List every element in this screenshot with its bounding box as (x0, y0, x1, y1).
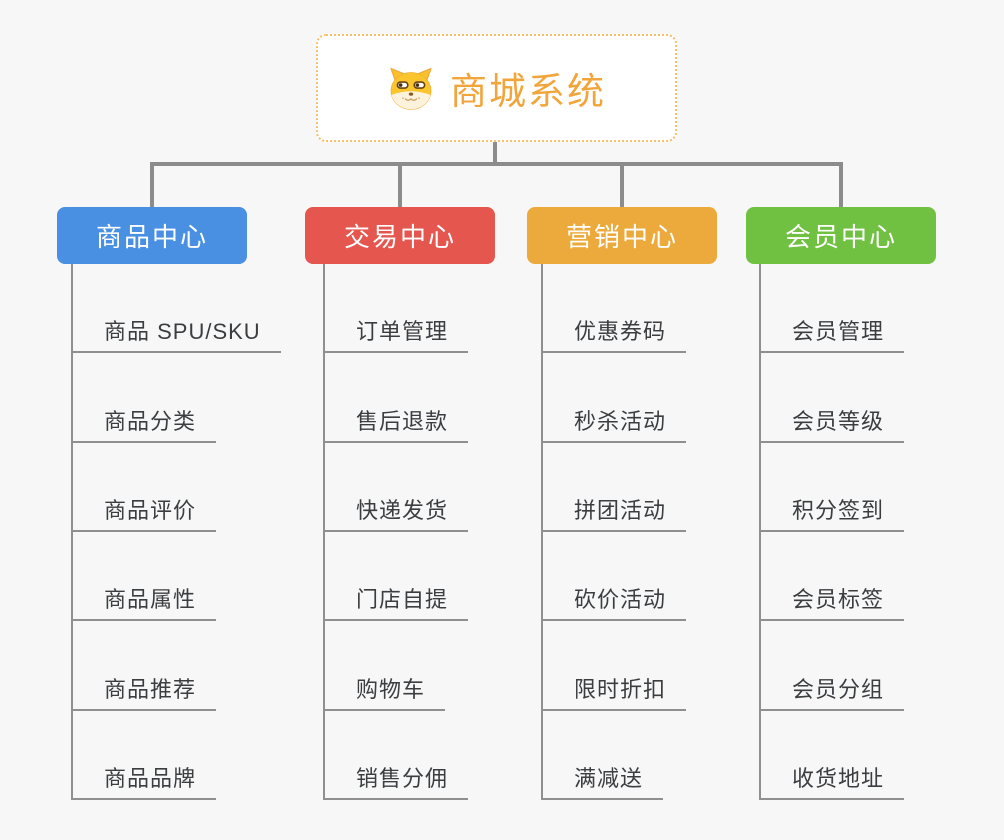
leaf-list-marketing: 优惠券码 秒杀活动 拼团活动 砍价活动 限时折扣 满减送 (541, 264, 687, 800)
connector-drop-3 (620, 162, 624, 207)
leaf-list-trade: 订单管理 售后退款 快递发货 门店自提 购物车 销售分佣 (323, 264, 469, 800)
mindmap-leaf[interactable]: 订单管理 (323, 264, 469, 354)
trunk-line-4 (759, 264, 761, 800)
mindmap-leaf[interactable]: 商品分类 (71, 353, 217, 443)
mindmap-leaf[interactable]: 会员标签 (759, 532, 905, 622)
connector-drop-4 (839, 162, 843, 207)
mindmap-leaf[interactable]: 会员分组 (759, 621, 905, 711)
connector-drop-2 (398, 162, 402, 207)
trunk-line-2 (323, 264, 325, 800)
mindmap-leaf[interactable]: 购物车 (323, 621, 446, 711)
leaf-list-member: 会员管理 会员等级 积分签到 会员标签 会员分组 收货地址 (759, 264, 905, 800)
mindmap-leaf[interactable]: 商品评价 (71, 443, 217, 532)
mindmap-leaf[interactable]: 销售分佣 (323, 711, 469, 800)
leaf-list-product: 商品 SPU/SKU 商品分类 商品评价 商品属性 商品推荐 商品品牌 (71, 264, 281, 800)
mindmap-leaf[interactable]: 秒杀活动 (541, 353, 687, 443)
trunk-line-1 (71, 264, 73, 800)
mindmap-leaf[interactable]: 会员管理 (759, 264, 905, 354)
mindmap-leaf[interactable]: 商品推荐 (71, 621, 217, 711)
branch-trade-center[interactable]: 交易中心 (305, 207, 495, 264)
connector-horizontal-bus (150, 162, 843, 166)
mindmap-leaf[interactable]: 商品属性 (71, 532, 217, 622)
mindmap-leaf[interactable]: 砍价活动 (541, 532, 687, 622)
mindmap-leaf[interactable]: 商品品牌 (71, 711, 217, 800)
mindmap-leaf[interactable]: 商品 SPU/SKU (71, 264, 281, 354)
root-title: 商城系统 (450, 71, 606, 112)
mindmap-leaf[interactable]: 优惠券码 (541, 264, 687, 354)
mindmap-leaf[interactable]: 满减送 (541, 711, 664, 800)
mindmap-leaf[interactable]: 售后退款 (323, 353, 469, 443)
mindmap-leaf[interactable]: 拼团活动 (541, 443, 687, 532)
mindmap-leaf[interactable]: 快递发货 (323, 443, 469, 532)
connector-drop-1 (150, 162, 154, 207)
mindmap-leaf[interactable]: 限时折扣 (541, 621, 687, 711)
branch-product-center[interactable]: 商品中心 (57, 207, 247, 264)
branch-marketing-center[interactable]: 营销中心 (527, 207, 717, 264)
branch-member-center[interactable]: 会员中心 (746, 207, 936, 264)
trunk-line-3 (541, 264, 543, 800)
shiba-dog-face-icon (387, 66, 435, 111)
mindmap-leaf[interactable]: 门店自提 (323, 532, 469, 622)
connector-root-vertical (493, 142, 497, 166)
mindmap-leaf[interactable]: 收货地址 (759, 711, 905, 800)
root-node[interactable]: 商城系统 (316, 34, 677, 142)
mindmap-leaf[interactable]: 积分签到 (759, 443, 905, 532)
mindmap-leaf[interactable]: 会员等级 (759, 353, 905, 443)
